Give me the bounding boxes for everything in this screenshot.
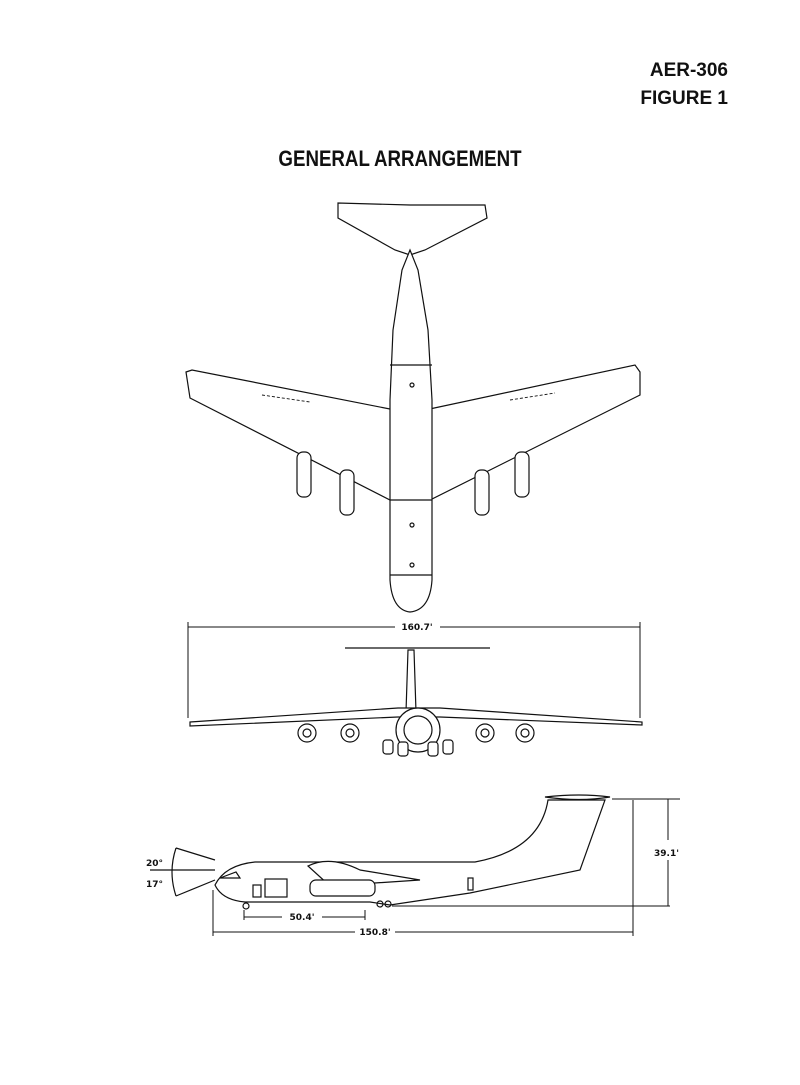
horizontal-tail — [337, 202, 488, 256]
wheel — [397, 741, 409, 757]
front-view: 160.7' — [187, 622, 643, 757]
fuselage-and-fin — [214, 799, 606, 906]
wheel — [427, 741, 439, 757]
length-label: 150.8' — [359, 928, 390, 938]
engine-pod — [474, 469, 490, 516]
landing-gear — [382, 739, 454, 757]
engine-intake — [515, 723, 535, 743]
figure-label: FIGURE 1 — [640, 88, 728, 109]
top-view — [185, 202, 641, 613]
cargo-door — [264, 878, 288, 898]
angle-up-label: 20° — [146, 859, 163, 869]
horizontal-tail — [544, 794, 611, 801]
crew-door — [252, 884, 262, 898]
engine-hub — [480, 728, 490, 738]
fuselage-inner-ring — [403, 715, 433, 745]
height-label: 39.1' — [654, 849, 679, 859]
engine-intake — [297, 723, 317, 743]
engine-pod — [339, 469, 355, 516]
nose-wheel — [242, 902, 250, 910]
engine-nacelle — [309, 879, 376, 897]
fuselage-marker — [409, 562, 415, 568]
rear-door — [467, 877, 474, 891]
engine-intake — [475, 723, 495, 743]
engine-hub — [345, 728, 355, 738]
vertical-fin — [405, 649, 417, 713]
engine-pod — [296, 451, 312, 498]
engine-hub — [302, 728, 312, 738]
view-angle-lines — [175, 847, 216, 897]
document-id: AER-306 — [649, 60, 728, 81]
fuselage-section — [395, 707, 441, 753]
main-wheel — [384, 900, 392, 908]
fuselage-marker — [409, 522, 415, 528]
main-wheel — [376, 900, 384, 908]
wingspan-label: 160.7' — [401, 623, 432, 633]
engine-intake — [340, 723, 360, 743]
fuselage-marker — [409, 382, 415, 388]
cockpit-window — [219, 871, 242, 879]
hidden-lines — [261, 392, 556, 495]
angle-down-label: 17° — [146, 880, 163, 890]
drawing-title: GENERAL ARRANGEMENT — [278, 146, 522, 171]
engines — [297, 723, 535, 743]
wheelbase-label: 50.4' — [290, 913, 315, 923]
engine-pod — [514, 451, 530, 498]
wheel — [382, 739, 394, 755]
side-view: 20° 17° 39.1' 50.4' 150.8' — [146, 794, 680, 938]
fuselage — [389, 248, 433, 613]
view-angle-arc — [171, 847, 177, 897]
wheel — [442, 739, 454, 755]
engine-hub — [520, 728, 530, 738]
